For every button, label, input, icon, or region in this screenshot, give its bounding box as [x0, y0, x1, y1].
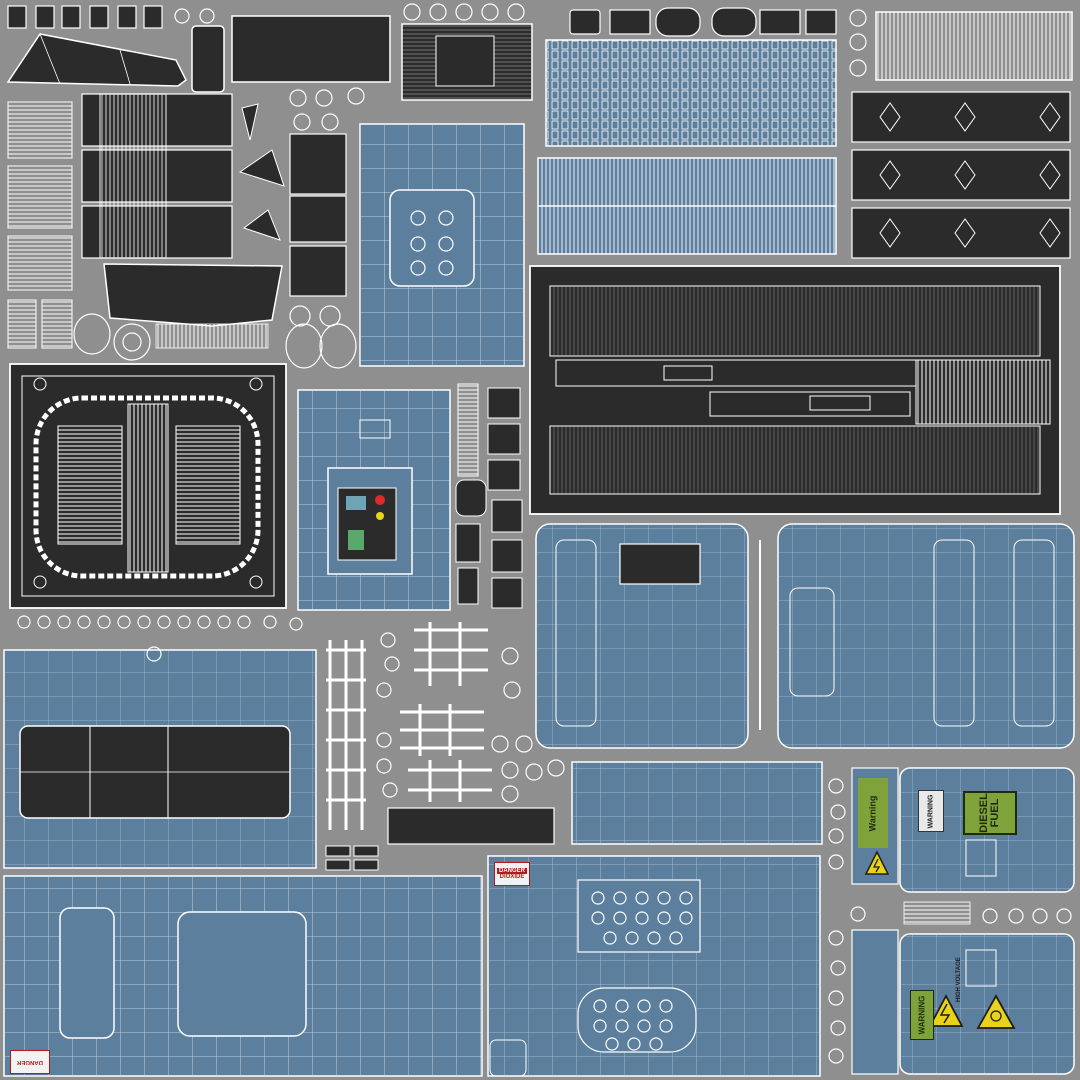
- bolt-column-right: [828, 778, 1072, 1064]
- danger-bottom-left-text: DANGER: [16, 1059, 43, 1065]
- bolt-row-mid: [17, 615, 303, 662]
- rail-strip: [903, 901, 971, 925]
- blue-hatch-panel-a: [535, 523, 749, 749]
- electric-hazard-triangle-icon: [864, 850, 890, 875]
- top-right-small-parts: [569, 7, 837, 37]
- dark-trapezoid: [103, 263, 283, 327]
- danger-decal-bottom-left: DANGER: [10, 1050, 50, 1074]
- bottom-center-bolt-panel: [487, 855, 821, 1077]
- dark-bar-bottom: [387, 807, 555, 845]
- dark-wedge-panel: [6, 33, 187, 87]
- control-box-panel: [297, 389, 451, 611]
- lattice-wire-parts: [326, 622, 492, 830]
- blue-strip-panel: [571, 761, 823, 845]
- warning-green-decal: WARNING: [910, 990, 934, 1040]
- wide-blue-panel-lower: [3, 649, 317, 869]
- dark-bracket-bars: [851, 91, 1071, 259]
- small-dark-tabs: [325, 845, 379, 871]
- high-voltage-triangle-icon: [928, 994, 964, 1027]
- top-dark-plate: [231, 15, 391, 83]
- small-block-column: [455, 383, 523, 609]
- engine-grille-panel: [9, 363, 287, 609]
- warning-white-decal: WARNING: [918, 790, 944, 832]
- bracket-shards: [238, 103, 285, 241]
- small-dark-slot: [191, 25, 225, 93]
- dark-frame-assembly: [529, 265, 1061, 515]
- danger-bottom-text: DIOXIDE: [499, 874, 525, 880]
- left-wire-blocks: [7, 101, 73, 349]
- rib-strip-top: [875, 11, 1073, 81]
- warning-vertical-text: Warning: [867, 795, 878, 831]
- diesel-fuel-decal: DIESEL FUEL: [963, 791, 1017, 835]
- high-voltage-text: HIGH VOLTAGE: [956, 957, 962, 1002]
- tread-strip: [155, 323, 269, 349]
- warning-small-top: WARNING: [927, 794, 935, 828]
- top-left-decal-squares: [7, 5, 163, 29]
- fuel-hazard-triangle-icon: [976, 994, 1016, 1029]
- warning-small-bottom: WARNING: [917, 995, 927, 1035]
- tall-blue-door-panel: [359, 123, 525, 367]
- bracket-diamonds: [879, 102, 1061, 248]
- louver-panel-top: [545, 39, 837, 147]
- danger-decal-center: DANGER DIOXIDE: [494, 862, 530, 886]
- gear-parts: [73, 305, 357, 369]
- bolt-circles-top: [174, 3, 867, 131]
- top-vent-plate: [401, 23, 533, 101]
- high-voltage-label: HIGH VOLTAGE: [956, 957, 962, 1002]
- voltage-decal-panel: [851, 929, 1075, 1075]
- dark-column-stack: [289, 133, 347, 297]
- warning-vertical-decal: Warning: [858, 778, 888, 848]
- danger-top-text: DANGER: [496, 868, 527, 874]
- bolt-cluster-center: [376, 632, 565, 803]
- blue-hatch-panel-b: [777, 523, 1075, 749]
- truss-panel: [537, 157, 837, 255]
- diesel-line2: FUEL: [989, 798, 1001, 828]
- dark-strip-block: [81, 93, 233, 259]
- bottom-left-grid-panel: [3, 875, 483, 1077]
